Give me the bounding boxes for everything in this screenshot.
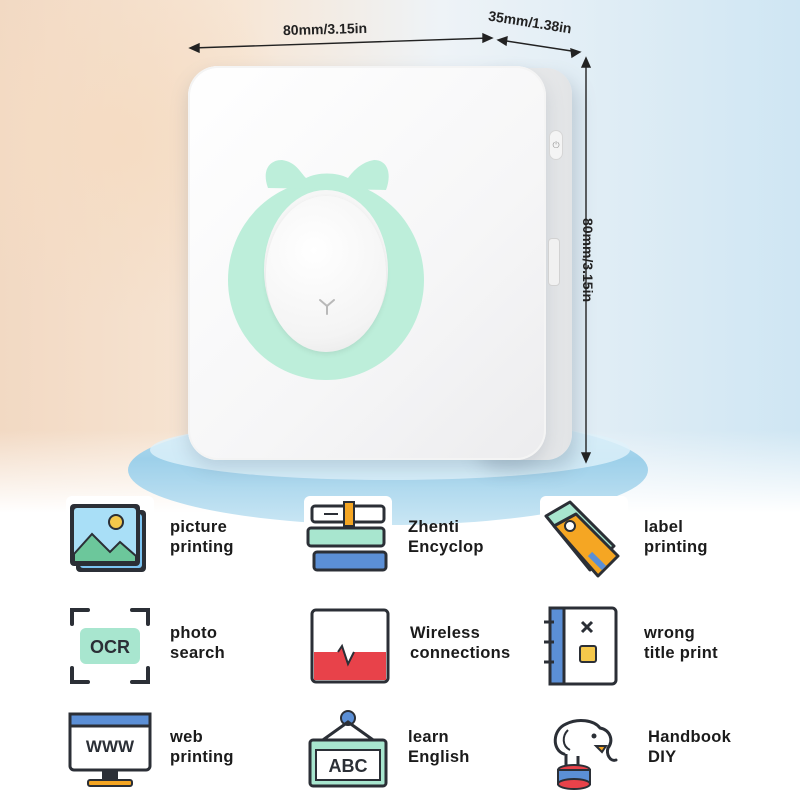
height-dimension: 80mm/3.15in <box>580 217 597 303</box>
ocr-scan-icon: OCR <box>70 608 150 684</box>
feature-label: picture printing <box>170 518 234 556</box>
elephant-icon <box>553 719 618 790</box>
feature-label: learn English <box>408 728 470 766</box>
width-dimension: 80mm/3.15in <box>282 19 368 39</box>
feature-wrong-title-print: wrong title print <box>540 602 780 690</box>
www-text: WWW <box>86 737 135 756</box>
feature-handbook-diy: Handbook DIY <box>544 706 784 794</box>
feature-label: web printing <box>170 728 234 766</box>
tag-icon <box>544 500 620 578</box>
feature-label: photo search <box>170 624 226 662</box>
printer-lid <box>266 196 386 352</box>
feature-label: Zhenti Encyclop <box>408 518 484 556</box>
feature-label: label printing <box>644 518 708 556</box>
feature-label: Wireless connections <box>410 624 511 662</box>
feature-photo-search: OCR photo search <box>66 602 306 690</box>
notebook-icon <box>544 606 618 686</box>
ocr-text: OCR <box>90 637 130 657</box>
feature-zhenti-encyclop: Zhenti Encyclop <box>304 496 544 584</box>
feature-wireless-connections: Wireless connections <box>306 602 546 690</box>
abc-board-icon: ABC <box>308 710 388 788</box>
feature-label-printing: label printing <box>540 496 780 584</box>
usb-port <box>548 238 560 286</box>
feature-web-printing: WWW web printing <box>66 706 306 794</box>
feature-label: Handbook DIY <box>648 728 732 766</box>
feature-learn-english: ABC learn English <box>304 706 544 794</box>
abc-text: ABC <box>329 756 368 776</box>
feature-picture-printing: picture printing <box>66 496 306 584</box>
power-icon: ⏻ <box>549 130 563 160</box>
books-icon <box>306 501 388 572</box>
monitor-icon: WWW <box>68 712 152 787</box>
wireless-icon <box>310 608 390 684</box>
picture-icon <box>70 504 146 572</box>
feature-label: wrong title print <box>644 624 718 662</box>
